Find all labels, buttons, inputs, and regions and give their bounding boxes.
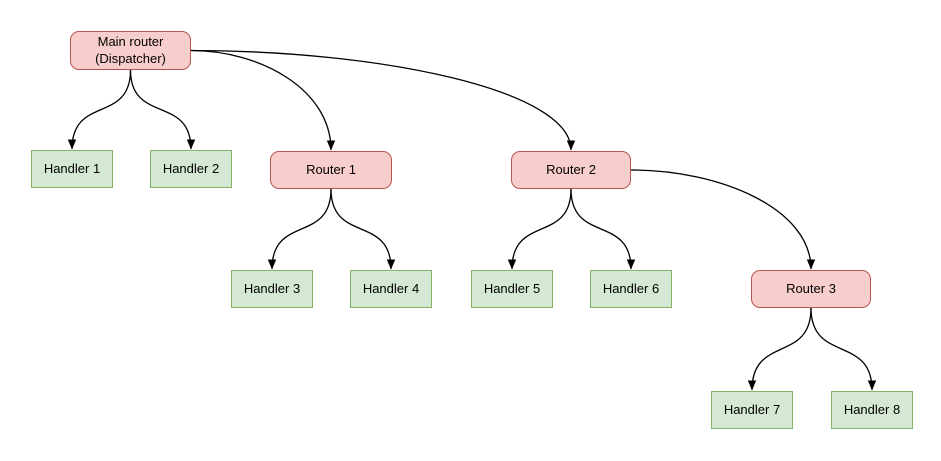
edge-main-router-to-handler-1 <box>67 69 132 150</box>
edge-main-router-to-router-2 <box>190 49 576 151</box>
node-handler-6: Handler 6 <box>590 270 672 308</box>
node-router-3: Router 3 <box>751 270 871 308</box>
node-label: Router 2 <box>546 161 596 177</box>
node-label: Handler 2 <box>162 160 220 176</box>
edge-router-2-to-handler-6 <box>570 188 636 270</box>
node-label: Handler 1 <box>43 160 101 176</box>
edge-main-router-to-router-1 <box>190 49 336 151</box>
node-label: Handler 4 <box>362 280 420 296</box>
node-label: Main router (Dispatcher) <box>95 34 166 66</box>
node-label: Handler 5 <box>483 280 541 296</box>
node-main-router: Main router (Dispatcher) <box>70 31 191 70</box>
edge-router-1-to-handler-3 <box>267 188 332 270</box>
node-label: Handler 6 <box>602 280 660 296</box>
node-handler-1: Handler 1 <box>31 150 113 188</box>
node-handler-2: Handler 2 <box>150 150 232 188</box>
edge-main-router-to-handler-2 <box>129 69 196 150</box>
node-handler-8: Handler 8 <box>831 391 913 429</box>
node-handler-5: Handler 5 <box>471 270 553 308</box>
node-handler-4: Handler 4 <box>350 270 432 308</box>
node-handler-7: Handler 7 <box>711 391 793 429</box>
edge-router-3-to-handler-8 <box>810 307 877 391</box>
node-label: Router 1 <box>306 161 356 177</box>
node-router-2: Router 2 <box>511 151 631 189</box>
node-label: Handler 8 <box>843 401 901 417</box>
node-label: Handler 3 <box>243 280 301 296</box>
node-label: Handler 7 <box>723 401 781 417</box>
node-label: Router 3 <box>786 280 836 296</box>
edge-router-3-to-handler-7 <box>747 307 812 391</box>
node-router-1: Router 1 <box>270 151 392 189</box>
edge-router-1-to-handler-4 <box>330 188 396 270</box>
node-handler-3: Handler 3 <box>231 270 313 308</box>
edge-router-2-to-handler-5 <box>507 188 572 270</box>
edge-router-2-to-router-3 <box>630 169 816 270</box>
